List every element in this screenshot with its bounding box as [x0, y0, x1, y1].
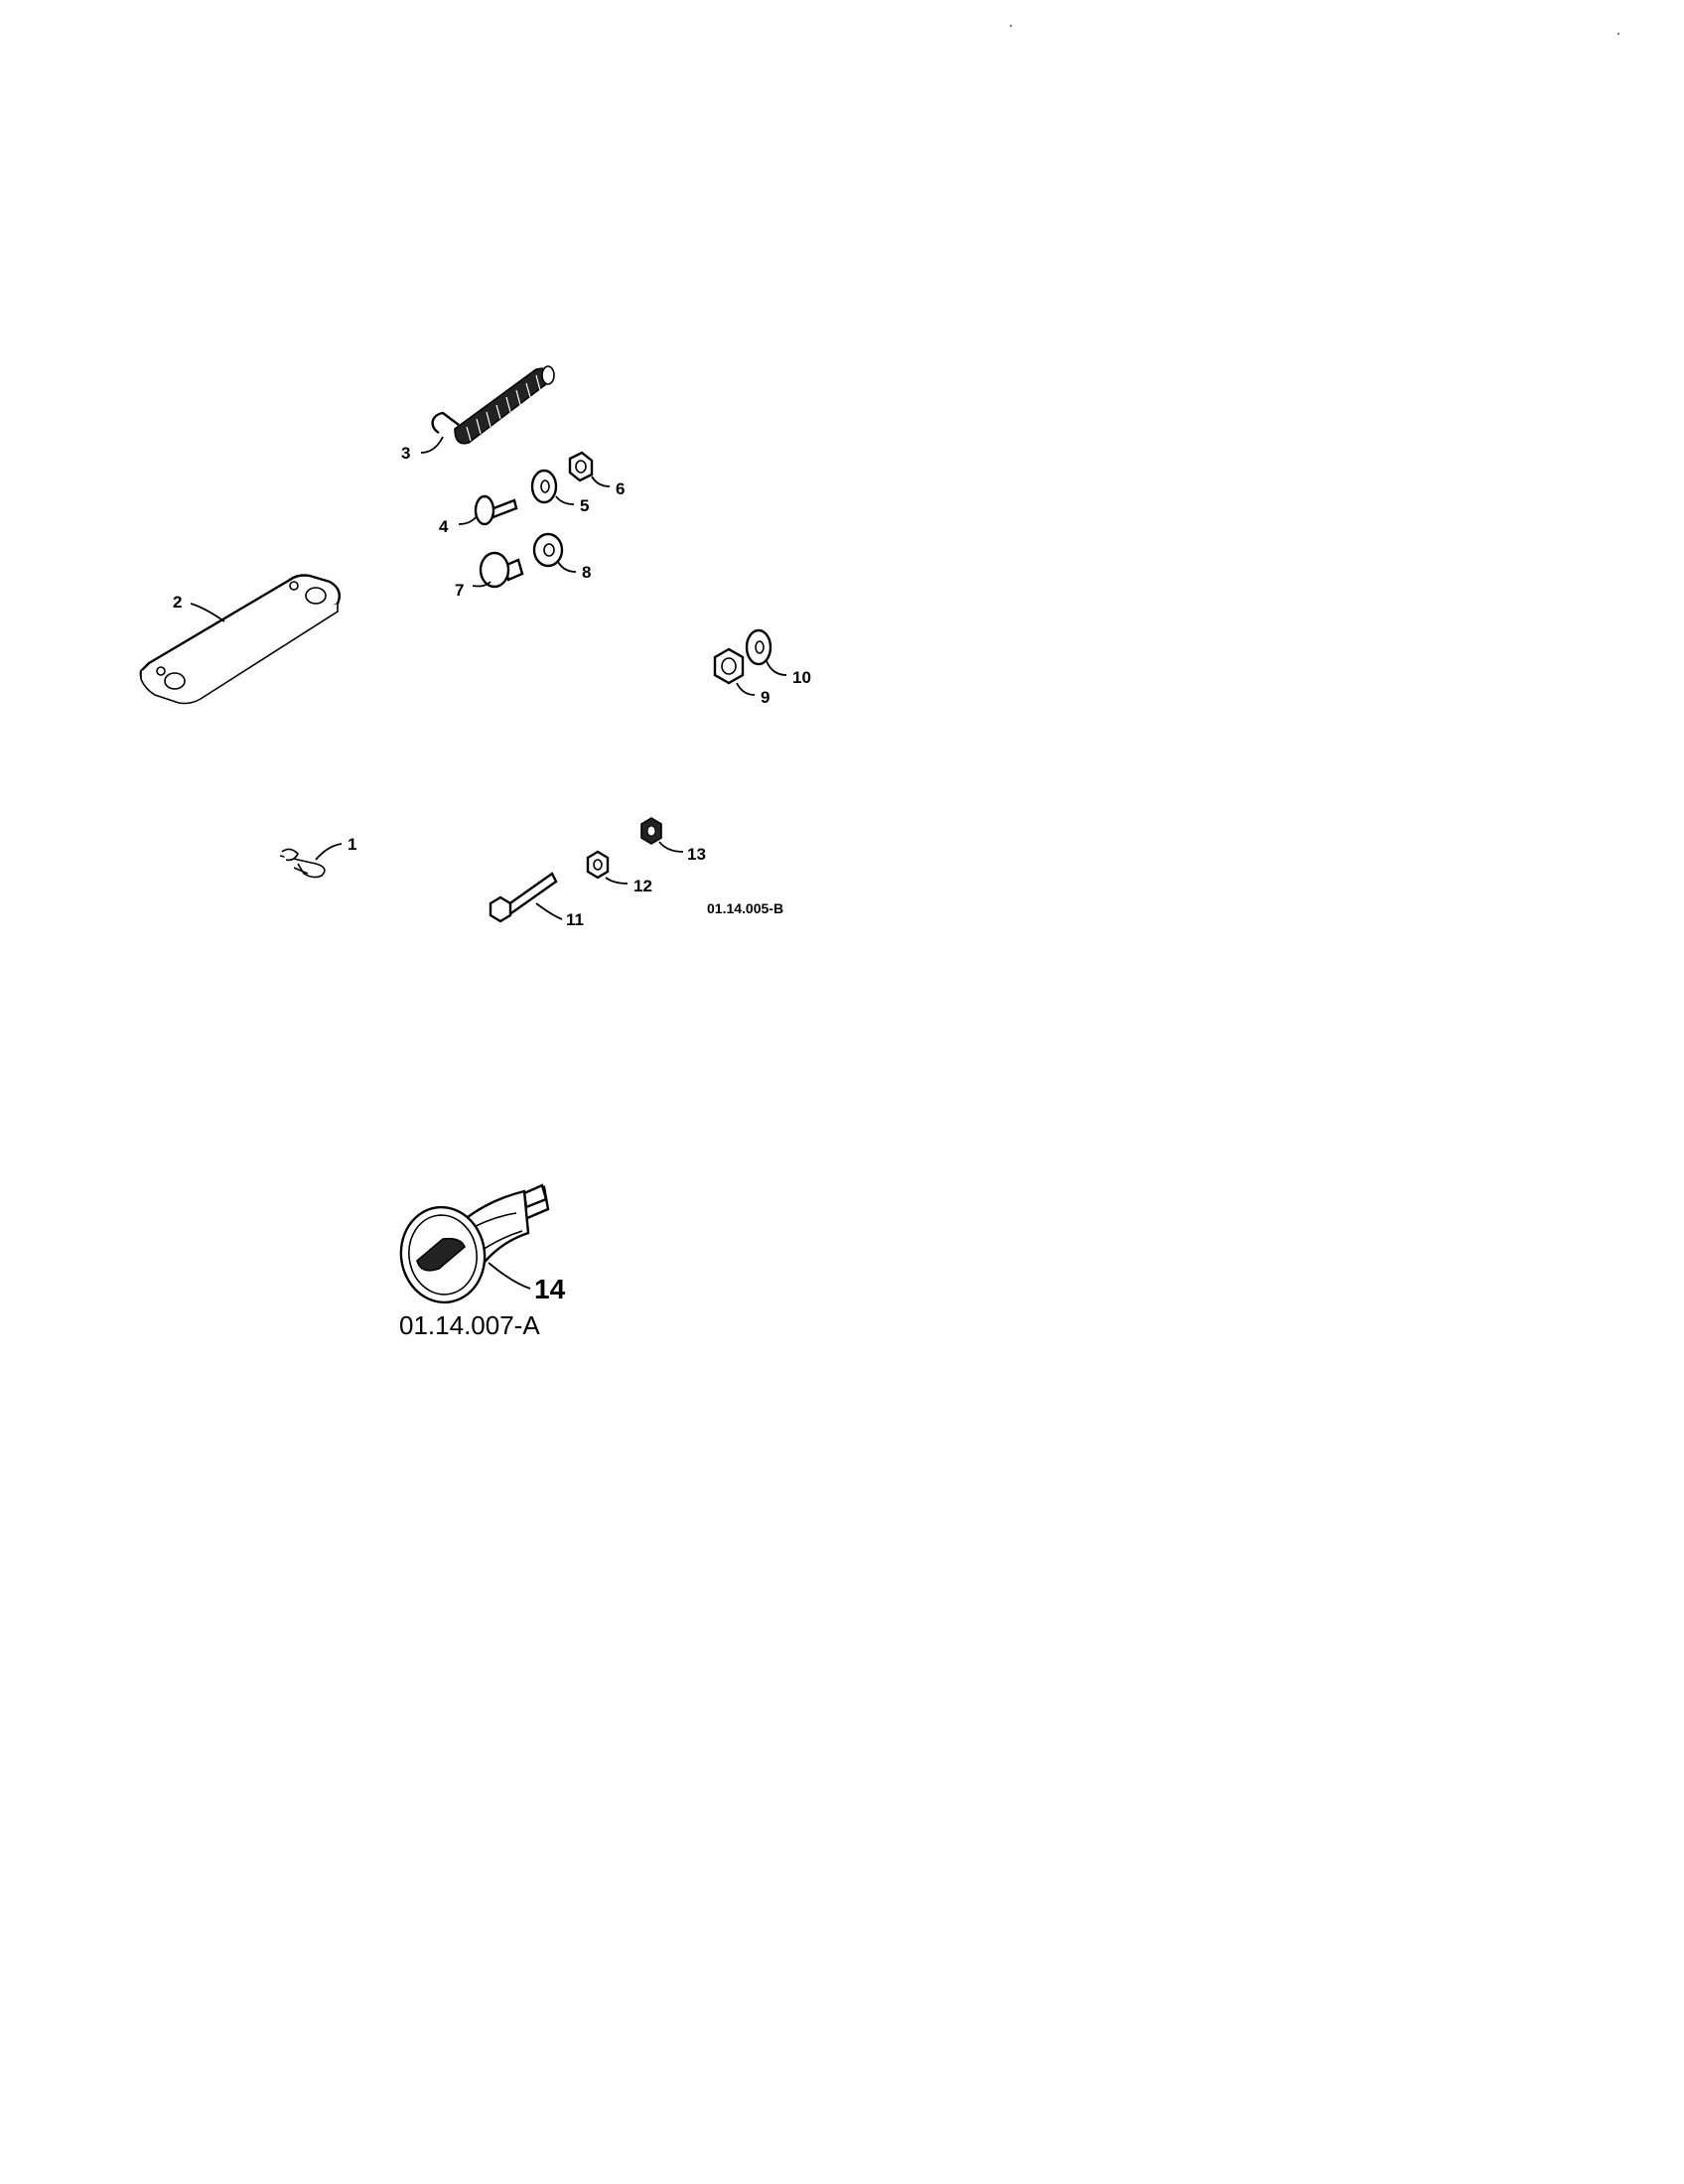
callout-4: 4 [439, 517, 449, 536]
leader-line-5 [555, 495, 575, 505]
callout-2: 2 [173, 593, 182, 612]
callout-8: 8 [582, 563, 591, 582]
leader-line-1 [315, 843, 343, 861]
hairpin-part-1 [279, 848, 326, 879]
callout-13: 13 [687, 845, 706, 864]
leader-line-12 [605, 877, 629, 885]
callout-5: 5 [580, 496, 589, 515]
callout-3: 3 [401, 444, 410, 463]
callout-6: 6 [616, 479, 625, 498]
leader-line-13 [658, 841, 684, 853]
leader-line-10 [766, 660, 787, 676]
flange-nut-part-8 [532, 532, 564, 568]
leader-line-4 [458, 515, 478, 525]
callout-10: 10 [792, 668, 811, 687]
leader-line-7 [472, 581, 491, 588]
leader-line-14 [488, 1262, 531, 1290]
link-plate-part-2 [139, 574, 341, 705]
bolt-part-11 [489, 872, 558, 923]
spring-part-3 [431, 365, 555, 445]
callout-14: 14 [534, 1274, 566, 1304]
leader-line-8 [557, 561, 577, 573]
callout-12: 12 [633, 877, 652, 895]
lock-nut-part-13 [640, 817, 662, 845]
nut-part-6 [568, 451, 594, 482]
nut-part-12 [586, 850, 610, 880]
leader-line-9 [736, 682, 756, 696]
leader-line-2 [190, 603, 225, 622]
callout-7: 7 [455, 581, 464, 600]
callout-9: 9 [761, 688, 770, 707]
callout-11: 11 [566, 910, 584, 929]
scan-speck [1617, 33, 1619, 35]
reference-code-upper: 01.14.005-B [707, 900, 783, 916]
reference-code-lower: 01.14.007-A [399, 1310, 540, 1340]
washer-part-10 [745, 628, 772, 666]
leader-line-11 [535, 902, 563, 920]
callout-1: 1 [348, 835, 356, 854]
washer-part-5 [530, 469, 558, 504]
leader-line-3 [420, 436, 444, 454]
knob-part-14 [399, 1183, 550, 1304]
pin-part-4 [474, 494, 518, 526]
scan-speck [1010, 25, 1012, 27]
rivet-part-7 [479, 551, 524, 589]
leader-line-6 [591, 476, 611, 487]
hex-nut-part-9 [713, 647, 745, 685]
